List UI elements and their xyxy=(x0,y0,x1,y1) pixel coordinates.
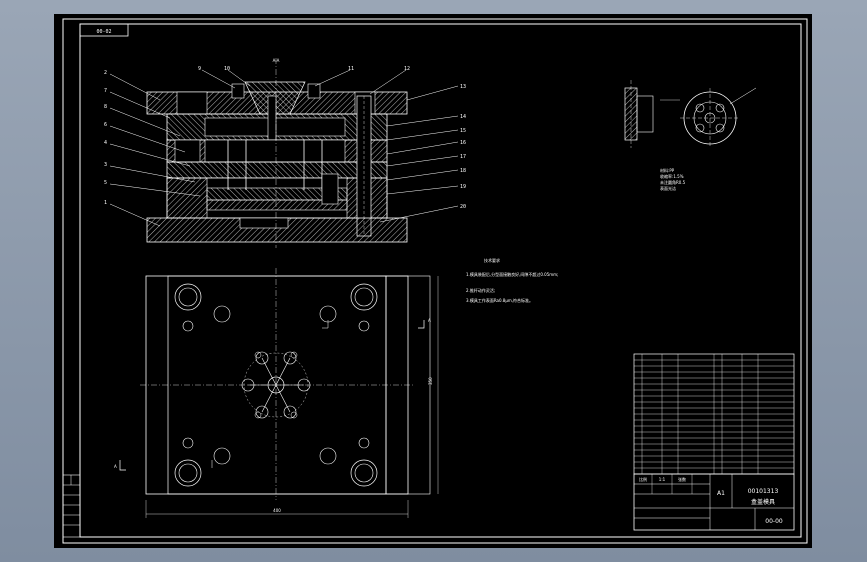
plan-width-dim: 400 xyxy=(273,508,281,513)
svg-text:7: 7 xyxy=(104,88,107,94)
outer-border xyxy=(62,18,808,544)
svg-text:5: 5 xyxy=(104,180,107,186)
tb-sheet-code: 00-00 xyxy=(765,518,783,525)
svg-text:20: 20 xyxy=(460,204,466,210)
svg-text:6: 6 xyxy=(104,122,107,128)
parts-list xyxy=(633,353,795,475)
labels-right: 13 14 15 16 17 18 19 20 xyxy=(460,84,466,210)
title-block xyxy=(633,473,795,531)
leaders-top xyxy=(201,69,407,95)
svg-text:13: 13 xyxy=(460,84,466,90)
svg-text:14: 14 xyxy=(460,114,466,120)
inner-border xyxy=(79,23,802,538)
plan-view xyxy=(119,268,439,518)
leaders-right xyxy=(379,85,459,223)
svg-text:3.模具工作表面Ra0.8μm,符合标准。: 3.模具工作表面Ra0.8μm,符合标准。 xyxy=(466,297,533,303)
svg-text:16: 16 xyxy=(460,140,466,146)
svg-text:1: 1 xyxy=(104,200,107,206)
svg-text:技术要求: 技术要求 xyxy=(484,257,500,263)
svg-text:收缩率:1.5%: 收缩率:1.5% xyxy=(660,173,684,179)
code-tag: 00-02 xyxy=(96,29,111,35)
section-view: A-A xyxy=(146,58,408,248)
part-notes: 材料:PP 收缩率:1.5% 未注圆角R0.5 表面光洁 xyxy=(660,167,686,191)
svg-text:未注圆角R0.5: 未注圆角R0.5 xyxy=(660,179,686,185)
tb-mat-value: 1:1 xyxy=(659,477,666,482)
svg-text:11: 11 xyxy=(348,66,354,72)
svg-text:15: 15 xyxy=(460,128,466,134)
code-tag-box xyxy=(79,23,129,37)
leaders-left xyxy=(109,73,201,227)
tb-mat-sheets: 张数 xyxy=(678,476,686,482)
plan-right-mark: A xyxy=(428,318,431,323)
tb-drawing-no: 00101313 xyxy=(748,488,779,495)
svg-text:8: 8 xyxy=(104,104,107,110)
svg-text:表面光洁: 表面光洁 xyxy=(660,185,676,191)
svg-text:3: 3 xyxy=(104,162,107,168)
plan-left-mark: A xyxy=(114,464,117,469)
svg-text:18: 18 xyxy=(460,168,466,174)
svg-text:2.推杆动作灵活;: 2.推杆动作灵活; xyxy=(466,287,495,293)
tb-mat-label: 比例 xyxy=(639,476,647,482)
part-detail xyxy=(624,80,757,148)
svg-text:4: 4 xyxy=(104,140,107,146)
svg-text:12: 12 xyxy=(404,66,410,72)
tb-scale: A1 xyxy=(717,490,725,497)
tech-requirements: 技术要求 1.模具装配后,分型面接触良好,间隙不超过0.05mm; 2.推杆动作… xyxy=(466,257,558,303)
svg-text:材料:PP: 材料:PP xyxy=(660,167,675,173)
svg-text:2: 2 xyxy=(104,70,107,76)
labels-top: 9 10 11 12 xyxy=(198,66,410,72)
labels-left: 2 7 8 6 4 3 5 1 xyxy=(104,70,107,206)
revision-strip xyxy=(62,474,81,538)
svg-text:17: 17 xyxy=(460,154,466,160)
svg-text:9: 9 xyxy=(198,66,201,72)
svg-text:19: 19 xyxy=(460,184,466,190)
plan-height-dim: 350 xyxy=(428,377,433,385)
svg-text:10: 10 xyxy=(224,66,230,72)
svg-text:1.模具装配后,分型面接触良好,间隙不超过0.05mm;: 1.模具装配后,分型面接触良好,间隙不超过0.05mm; xyxy=(466,271,558,277)
tb-title: 盒盖模具 xyxy=(751,498,775,506)
